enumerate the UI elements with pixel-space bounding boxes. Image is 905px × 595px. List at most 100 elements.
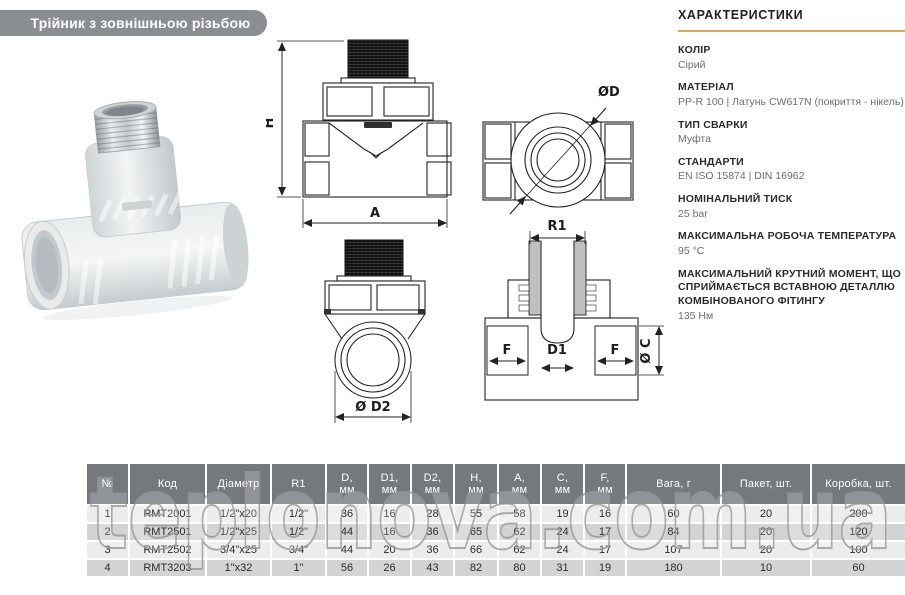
column-header: № bbox=[85, 462, 130, 506]
table-cell: 100 bbox=[810, 540, 905, 560]
table-cell: 20 bbox=[720, 504, 812, 524]
table-cell: 2 bbox=[85, 522, 130, 542]
product-photo bbox=[21, 101, 249, 321]
table-cell: 24 bbox=[540, 540, 585, 560]
specs-heading: ХАРАКТЕРИСТИКИ bbox=[678, 8, 804, 22]
table-cell: 62 bbox=[497, 522, 542, 542]
spec-item: МАТЕРІАЛ PP-R 100 | Латунь CW617N (покри… bbox=[678, 81, 905, 109]
table-cell: 65 bbox=[453, 522, 499, 542]
spec-label: СТАНДАРТИ bbox=[678, 155, 744, 168]
table-cell: 19 bbox=[540, 504, 585, 524]
brand-mark bbox=[418, 309, 425, 314]
table-cell: 180 bbox=[625, 558, 722, 578]
table-cell: RMT2501 bbox=[128, 522, 207, 542]
table-cell: 107 bbox=[625, 540, 722, 560]
column-header: Код bbox=[128, 462, 207, 506]
spec-value: Сірий bbox=[678, 58, 706, 71]
column-header: D, мм bbox=[325, 462, 369, 506]
table-cell: 60 bbox=[810, 558, 905, 578]
column-header: C, мм bbox=[540, 462, 585, 506]
table-cell: 20 bbox=[720, 540, 812, 560]
table-cell: 43 bbox=[410, 558, 455, 578]
table-cell: 1"x32 bbox=[205, 558, 272, 578]
column-header: H, мм bbox=[453, 462, 499, 506]
table-cell: 4 bbox=[85, 558, 130, 578]
spec-value: 135 Нм bbox=[678, 309, 714, 322]
table-cell: 24 bbox=[540, 522, 585, 542]
page-title: Трійник з зовнішньою різьбою bbox=[0, 10, 267, 36]
table-cell: 19 bbox=[583, 558, 627, 578]
table-cell: 82 bbox=[453, 558, 499, 578]
dim-label-a: A bbox=[370, 206, 380, 221]
table-cell: 58 bbox=[497, 504, 542, 524]
drawing-top-view: ØD bbox=[482, 85, 634, 215]
table-cell: 120 bbox=[810, 522, 905, 542]
table-cell: 80 bbox=[497, 558, 542, 578]
dim-label-h: H bbox=[266, 118, 277, 129]
column-header: Вага, г bbox=[625, 462, 722, 506]
table-cell: 3/4" bbox=[270, 540, 327, 560]
spec-item: СТАНДАРТИ EN ISO 15874 | DIN 16962 bbox=[678, 156, 905, 184]
drawing-section-view: R1 F D1 F Ø C bbox=[484, 219, 664, 401]
spec-label: НОМІНАЛЬНИЙ ТИСК bbox=[678, 193, 793, 206]
table-cell: RMT2001 bbox=[128, 504, 207, 524]
table-cell: 1 bbox=[85, 504, 130, 524]
spec-value: Муфта bbox=[678, 133, 711, 146]
thread-grooves bbox=[518, 284, 597, 312]
spec-label: КОЛІР bbox=[678, 44, 711, 56]
table-cell: 1/2"x25 bbox=[205, 522, 272, 542]
table-cell: 60 bbox=[625, 504, 722, 524]
column-header: D2, мм bbox=[410, 462, 455, 506]
brand-mark bbox=[324, 309, 331, 314]
table-cell: 17 bbox=[583, 522, 627, 542]
table-cell: 26 bbox=[367, 558, 412, 578]
spec-label: МАТЕРІАЛ bbox=[678, 81, 734, 94]
table-cell: 16 bbox=[367, 504, 412, 524]
table-cell: 44 bbox=[325, 540, 369, 560]
table-cell: 20 bbox=[720, 522, 812, 542]
specs-panel: ХАРАКТЕРИСТИКИ КОЛІР Сірий МАТЕРІАЛ PP-R… bbox=[678, 8, 905, 332]
table-cell: 28 bbox=[410, 504, 455, 524]
spec-item: МАКСИМАЛЬНА РОБОЧА ТЕМПЕРАТУРА 95 °C bbox=[678, 230, 905, 258]
table-cell: 20 bbox=[367, 540, 412, 560]
table-cell: 200 bbox=[810, 504, 905, 524]
table-cell: 1/2"x20 bbox=[205, 504, 272, 524]
column-header: Пакет, шт. bbox=[720, 462, 812, 506]
spec-label: ТИП СВАРКИ bbox=[678, 118, 748, 131]
column-header: R1 bbox=[270, 462, 327, 506]
table-cell: 17 bbox=[583, 540, 627, 560]
spec-item: ТИП СВАРКИ Муфта bbox=[678, 119, 905, 147]
table-cell: RMT2502 bbox=[128, 540, 207, 560]
table-cell: 1" bbox=[270, 558, 327, 578]
specs-list: КОЛІР Сірий МАТЕРІАЛ PP-R 100 | Латунь C… bbox=[678, 44, 905, 323]
table-cell: 36 bbox=[325, 504, 369, 524]
spec-label: МАКСИМАЛЬНА РОБОЧА ТЕМПЕРАТУРА bbox=[678, 230, 897, 243]
photo-shadow bbox=[43, 295, 233, 321]
spec-item: МАКСИМАЛЬНИЙ КРУТНИЙ МОМЕНТ, ЩО СПРИЙМАЄ… bbox=[678, 268, 905, 324]
table-cell: 56 bbox=[325, 558, 369, 578]
table-cell: 55 bbox=[453, 504, 499, 524]
brand-mark bbox=[364, 122, 392, 128]
spec-value: 25 bar bbox=[678, 207, 708, 220]
table-cell: 36 bbox=[410, 540, 455, 560]
column-header: F, мм bbox=[583, 462, 627, 506]
table-cell: 3/4"x25 bbox=[205, 540, 272, 560]
column-header: Діаметр bbox=[205, 462, 272, 506]
table-cell: 84 bbox=[625, 522, 722, 542]
drawing-side-view: Ø D2 bbox=[324, 239, 426, 423]
table-cell: 16 bbox=[367, 522, 412, 542]
column-header: A, мм bbox=[497, 462, 542, 506]
drawing-front-view: H A bbox=[266, 39, 452, 228]
spec-value: PP-R 100 | Латунь CW617N (покриття - нік… bbox=[678, 95, 904, 108]
spec-value: 95 °C bbox=[678, 245, 705, 258]
dim-label-c: Ø C bbox=[639, 338, 654, 363]
table-cell: RMT3203 bbox=[128, 558, 207, 578]
column-header: D1, мм bbox=[367, 462, 412, 506]
column-header: Коробка, шт. bbox=[810, 462, 905, 506]
